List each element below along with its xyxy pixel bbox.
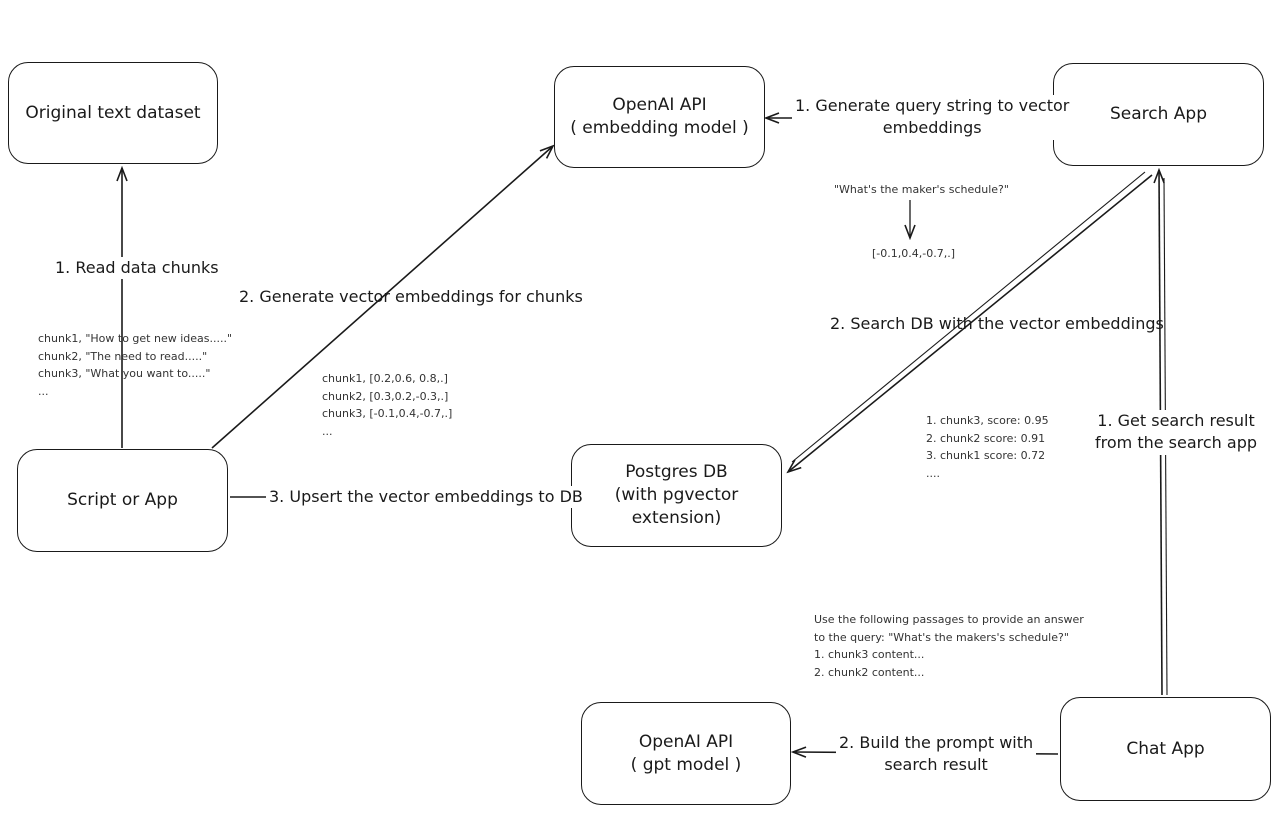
label-get-search-result-line2: from the search app xyxy=(1095,433,1258,453)
note-chunks-vectors-line: chunk3, [-0.1,0.4,-0.7,.] xyxy=(322,407,453,421)
label-generate-query: 1. Generate query string to vector embed… xyxy=(792,95,1073,140)
note-chunks-text-line: chunk3, "What you want to....." xyxy=(38,367,211,381)
edge-search-db xyxy=(788,174,1153,472)
node-openai-embedding-title: OpenAI API xyxy=(612,95,707,116)
label-generate-query-line2: embeddings xyxy=(882,118,982,138)
label-read-chunks: 1. Read data chunks xyxy=(52,257,222,280)
note-prompt: Use the following passages to provide an… xyxy=(814,611,1084,681)
note-scores-line: 3. chunk1 score: 0.72 xyxy=(926,449,1046,463)
label-generate-query-line1: 1. Generate query string to vector xyxy=(795,96,1070,115)
node-openai-gpt[interactable]: OpenAI API ( gpt model ) xyxy=(581,702,791,805)
note-chunks-text-line: chunk2, "The need to read....." xyxy=(38,349,208,363)
node-openai-gpt-title: OpenAI API xyxy=(638,731,734,752)
note-query-vector: [-0.1,0.4,-0.7,.] xyxy=(872,247,955,260)
node-original-text-dataset[interactable]: Original text dataset xyxy=(8,62,218,164)
label-build-prompt-line2: search result xyxy=(884,755,988,775)
note-scores-line: 2. chunk2 score: 0.91 xyxy=(926,431,1046,445)
node-openai-gpt-subtitle: ( gpt model ) xyxy=(630,754,742,775)
note-chunks-vectors-line: chunk2, [0.3,0.2,-0.3,.] xyxy=(322,389,449,403)
note-prompt-line: to the query: "What's the makers's sched… xyxy=(814,630,1069,644)
note-prompt-line: 2. chunk2 content... xyxy=(814,665,925,679)
note-chunks-vectors-line: ... xyxy=(322,424,333,438)
node-openai-embedding[interactable]: OpenAI API ( embedding model ) xyxy=(554,66,765,168)
node-postgres-db-title: Postgres DB xyxy=(625,462,728,483)
note-chunks-text: chunk1, "How to get new ideas....." chun… xyxy=(38,330,232,400)
note-chunks-vectors: chunk1, [0.2,0.6, 0.8,.] chunk2, [0.3,0.… xyxy=(322,370,452,440)
label-generate-embeddings: 2. Generate vector embeddings for chunks xyxy=(239,287,583,306)
label-upsert: 3. Upsert the vector embeddings to DB xyxy=(266,486,586,509)
label-build-prompt: 2. Build the prompt with search result xyxy=(836,732,1037,777)
node-script-or-app[interactable]: Script or App xyxy=(17,449,228,552)
edge-generate-embeddings xyxy=(211,146,553,449)
node-postgres-db[interactable]: Postgres DB (with pgvector extension) xyxy=(571,444,782,547)
note-prompt-line: 1. chunk3 content... xyxy=(814,648,925,662)
node-script-or-app-label: Script or App xyxy=(67,490,178,511)
node-original-text-dataset-label: Original text dataset xyxy=(25,102,201,123)
node-chat-app-label: Chat App xyxy=(1126,738,1205,759)
node-search-app-label: Search App xyxy=(1109,104,1208,125)
node-search-app[interactable]: Search App xyxy=(1053,63,1264,166)
note-chunks-text-line: chunk1, "How to get new ideas....." xyxy=(38,332,233,345)
note-chunks-text-line: ... xyxy=(38,384,49,398)
label-build-prompt-line1: 2. Build the prompt with xyxy=(839,733,1034,752)
note-query-example: "What's the maker's schedule?" xyxy=(834,183,1009,196)
label-get-search-result-line1: 1. Get search result xyxy=(1097,411,1255,430)
note-prompt-line: Use the following passages to provide an… xyxy=(814,613,1084,626)
note-chunks-vectors-line: chunk1, [0.2,0.6, 0.8,.] xyxy=(322,372,448,385)
note-scores: 1. chunk3, score: 0.95 2. chunk2 score: … xyxy=(926,412,1049,482)
edge-search-db-sketch xyxy=(791,171,1146,463)
note-scores-line: 1. chunk3, score: 0.95 xyxy=(926,414,1049,427)
node-openai-embedding-subtitle: ( embedding model ) xyxy=(570,118,749,138)
node-postgres-db-subtitle: (with pgvector extension) xyxy=(614,485,739,528)
note-scores-line: .... xyxy=(926,466,940,480)
label-search-db: 2. Search DB with the vector embeddings xyxy=(830,314,1164,333)
node-chat-app[interactable]: Chat App xyxy=(1060,697,1271,801)
label-get-search-result: 1. Get search result from the search app xyxy=(1092,410,1261,455)
